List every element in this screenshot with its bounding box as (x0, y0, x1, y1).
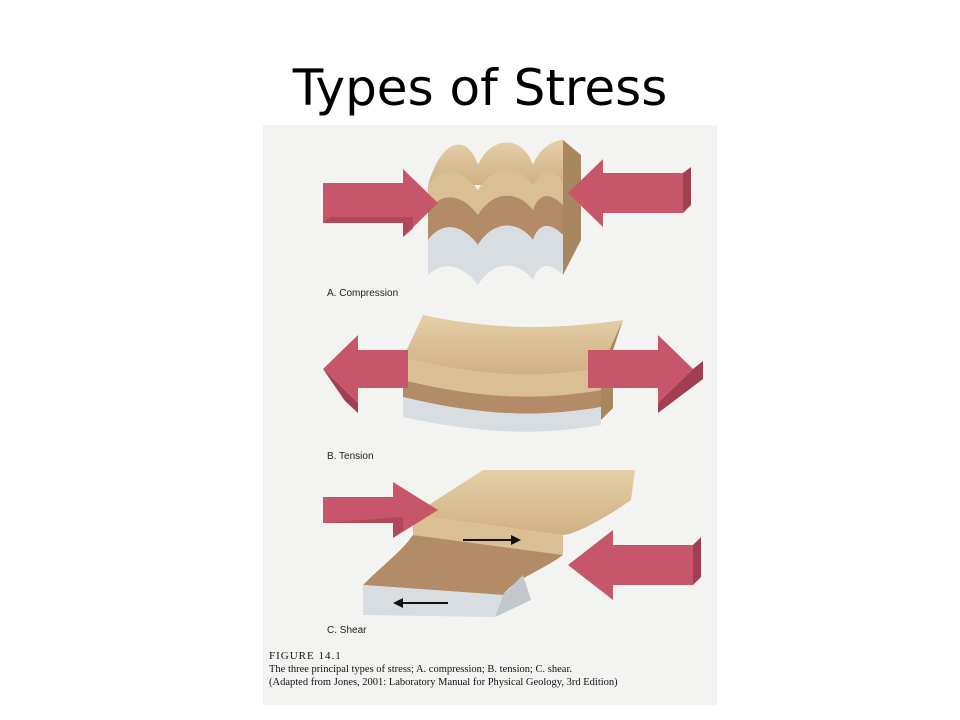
panel-label-compression: A. Compression (327, 288, 399, 299)
caption-heading: FIGURE 14.1 (269, 650, 342, 662)
compression-arrow-right-icon (568, 159, 691, 227)
panel-label-shear: C. Shear (327, 625, 367, 636)
shear-arrow-left-icon (323, 482, 438, 538)
slip-direction-lower-arrow-icon (393, 598, 448, 608)
slide-title: Types of Stress (292, 59, 668, 117)
tension-arrow-left-icon (323, 335, 408, 413)
caption-line-1: The three principal types of stress; A. … (269, 664, 572, 675)
compression-arrow-left-icon (323, 169, 438, 237)
panel-label-tension: B. Tension (327, 451, 374, 462)
shear-arrow-right-icon (568, 530, 701, 600)
caption-line-2: (Adapted from Jones, 2001: Laboratory Ma… (269, 677, 618, 688)
shear-block (363, 470, 635, 617)
tension-block (403, 315, 623, 432)
slip-direction-upper-arrow-icon (463, 535, 521, 545)
figure-panel: A. Compression B. Tension C. Shear FIGUR… (263, 125, 717, 705)
compression-block (428, 140, 581, 285)
tension-arrow-right-icon (588, 335, 703, 413)
stress-diagram (323, 140, 703, 617)
figure-caption: FIGURE 14.1 The three principal types of… (269, 649, 713, 689)
